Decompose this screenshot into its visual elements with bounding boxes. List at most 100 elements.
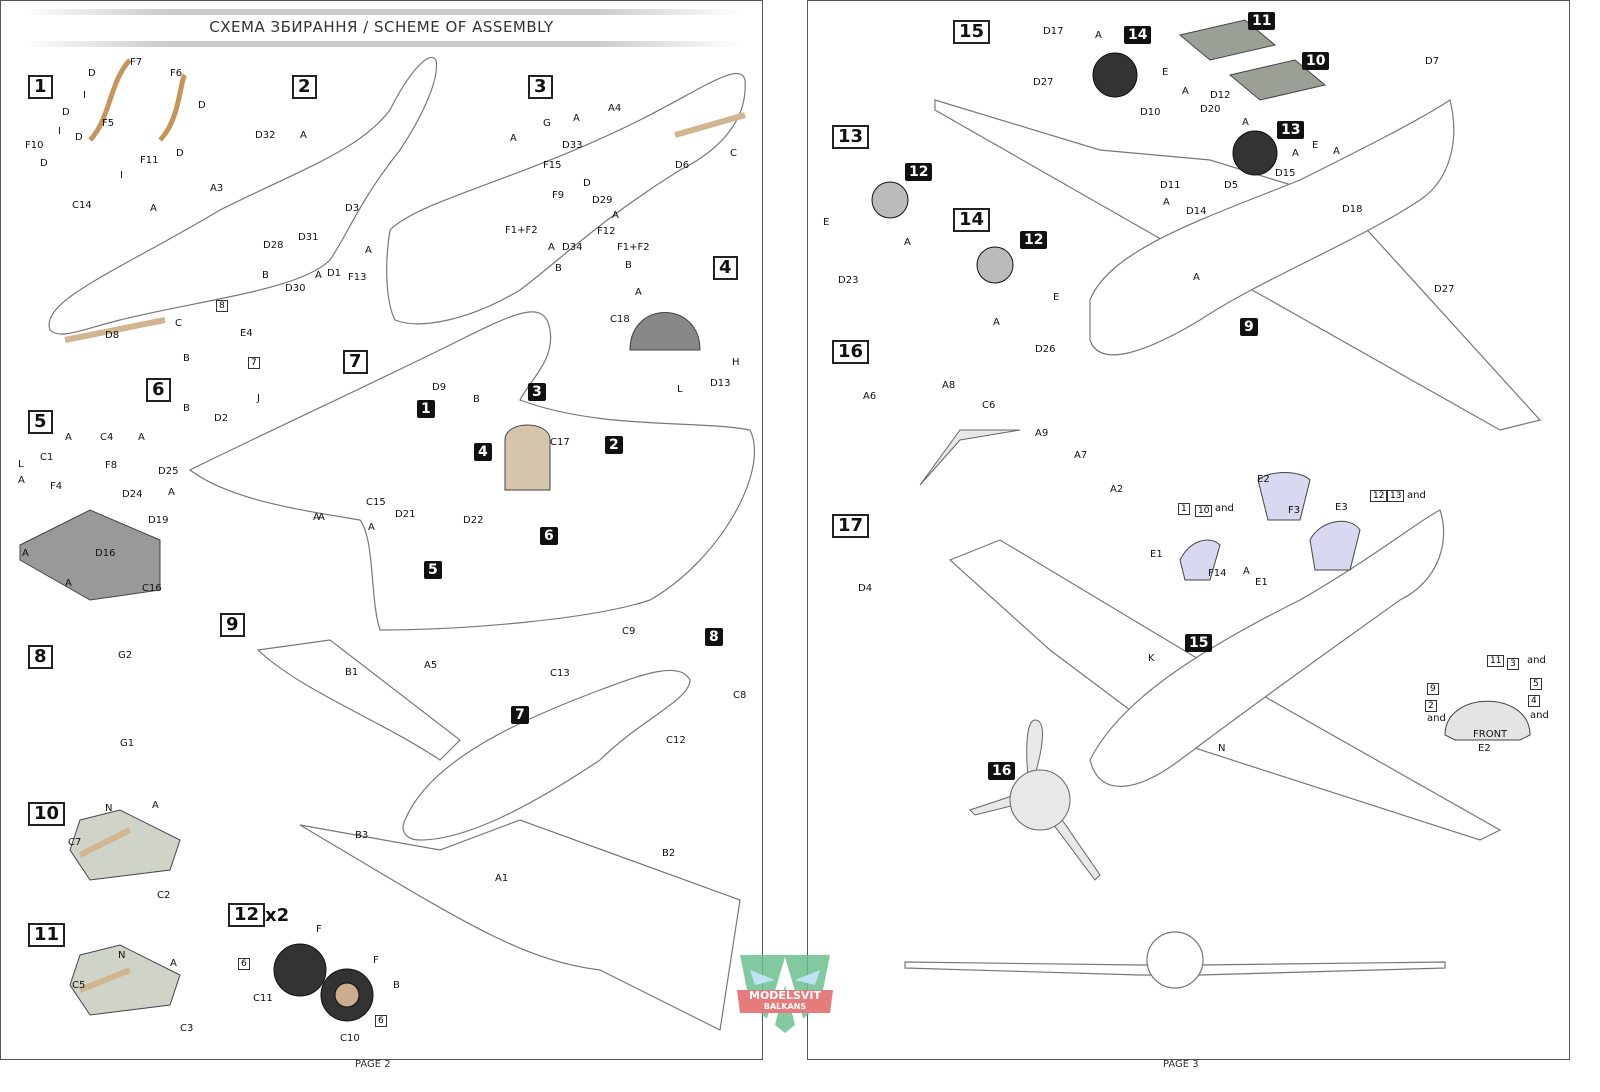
front-view-cowling	[1146, 931, 1204, 989]
part-label-n: N	[118, 950, 126, 961]
part-label-a9: A9	[1035, 428, 1049, 439]
page-number-3: PAGE 3	[1163, 1059, 1199, 1070]
part-label-f4: F4	[50, 481, 63, 492]
reference-box-1: 1	[1178, 503, 1190, 515]
step-number-2: 2	[292, 75, 317, 99]
part-label-n: N	[1218, 743, 1226, 754]
step-number-7: 7	[343, 350, 368, 374]
part-label-c8: C8	[733, 690, 747, 701]
canopy-front-view	[1444, 700, 1531, 741]
step-number-3: 3	[528, 75, 553, 99]
part-label-a: A	[65, 432, 72, 443]
fuselage-drawing	[48, 56, 438, 335]
floor-part-drawing	[19, 509, 161, 601]
part-label-b: B	[473, 394, 480, 405]
part-label-e2: E2	[1478, 743, 1491, 754]
wheel-drawing	[976, 246, 1014, 284]
part-label-f1-f2: F1+F2	[617, 242, 650, 253]
gear-door-drawing	[1228, 59, 1327, 101]
reference-box-7: 7	[248, 357, 260, 369]
reference-box-4: 4	[1528, 695, 1540, 707]
part-label-a: A	[1095, 30, 1102, 41]
step-number-4: 4	[713, 256, 738, 280]
part-label-a1: A1	[495, 873, 509, 884]
part-label-e3: E3	[1335, 502, 1348, 513]
part-label-d1: D1	[327, 268, 342, 279]
spinner-drawing	[1009, 769, 1071, 831]
part-label-f13: F13	[348, 272, 367, 283]
part-label-b: B	[555, 263, 562, 274]
part-d8-drawing	[64, 317, 166, 343]
part-label-d16: D16	[95, 548, 116, 559]
part-label-f9: F9	[552, 190, 565, 201]
reference-box-and: and	[1527, 655, 1546, 666]
reference-box-2: 2	[1425, 700, 1437, 712]
reference-box-and: and	[1530, 710, 1549, 721]
callout-step-6: 6	[540, 527, 558, 545]
step-12-multiplier: x2	[265, 905, 290, 926]
part-label-c14: C14	[72, 200, 92, 211]
part-label-a3: A3	[210, 183, 224, 194]
part-label-a4: A4	[608, 103, 622, 114]
wheel-drawing	[871, 181, 909, 219]
reference-box-6: 6	[238, 958, 250, 970]
logo-text-1: MODELSVIT	[749, 989, 821, 1002]
callout-step-7: 7	[511, 706, 529, 724]
part-label-a: A	[318, 512, 325, 523]
part-c7-drawing	[78, 827, 132, 858]
step-number-15: 15	[953, 20, 991, 44]
part-label-f5: F5	[102, 118, 115, 129]
part-label-k: K	[1148, 653, 1155, 664]
part-label-a: A	[548, 242, 555, 253]
part-label-d15: D15	[1275, 168, 1296, 179]
part-label-c: C	[730, 148, 737, 159]
step-number-9: 9	[220, 613, 245, 637]
callout-step-12: 12	[1020, 231, 1048, 249]
callout-step-12: 12	[905, 163, 933, 181]
reference-box-12: 12	[1370, 490, 1388, 502]
part-label-c2: C2	[157, 890, 171, 901]
part-label-a8: A8	[942, 380, 956, 391]
part-label-c16: C16	[142, 583, 162, 594]
part-label-a: A	[1193, 272, 1200, 283]
wing-part-11-drawing	[69, 944, 181, 1016]
part-label-d12: D12	[1210, 90, 1231, 101]
reference-box-and: and	[1407, 490, 1426, 501]
part-label-a: A	[150, 203, 157, 214]
part-label-i: I	[120, 170, 123, 181]
part-label-d: D	[176, 148, 184, 159]
part-label-c1: C1	[40, 452, 54, 463]
part-label-d34: D34	[562, 242, 583, 253]
part-label-l: L	[677, 384, 683, 395]
reference-box-6: 6	[375, 1015, 387, 1027]
canopy-drawing	[1257, 472, 1311, 521]
part-label-c9: C9	[622, 626, 636, 637]
reference-box-11: 11	[1487, 655, 1505, 667]
part-label-d17: D17	[1043, 26, 1064, 37]
part-label-a: A	[510, 133, 517, 144]
part-label-d30: D30	[285, 283, 306, 294]
part-label-c3: C3	[180, 1023, 194, 1034]
part-label-a: A	[1182, 86, 1189, 97]
part-label-a: A	[22, 548, 29, 559]
part-label-e4: E4	[240, 328, 253, 339]
callout-step-1: 1	[417, 400, 435, 418]
part-label-d: D	[88, 68, 96, 79]
part-label-d33: D33	[562, 140, 583, 151]
part-label-e2: E2	[1257, 474, 1270, 485]
part-label-a: A	[315, 270, 322, 281]
part-label-d9: D9	[432, 382, 447, 393]
part-label-d27: D27	[1434, 284, 1455, 295]
part-label-a2: A2	[1110, 484, 1124, 495]
part-label-a: A	[573, 113, 580, 124]
callout-step-8: 8	[705, 628, 723, 646]
bulkhead-drawing	[504, 424, 551, 491]
callout-step-16: 16	[988, 762, 1016, 780]
part-label-d13: D13	[710, 378, 731, 389]
part-label-d29: D29	[592, 195, 613, 206]
callout-step-9: 9	[1240, 318, 1258, 336]
part-label-c18: C18	[610, 314, 630, 325]
page-title: СХЕМА ЗБИРАННЯ / SCHEME OF ASSEMBLY	[209, 18, 554, 36]
reference-box-10: 10	[1195, 505, 1213, 517]
